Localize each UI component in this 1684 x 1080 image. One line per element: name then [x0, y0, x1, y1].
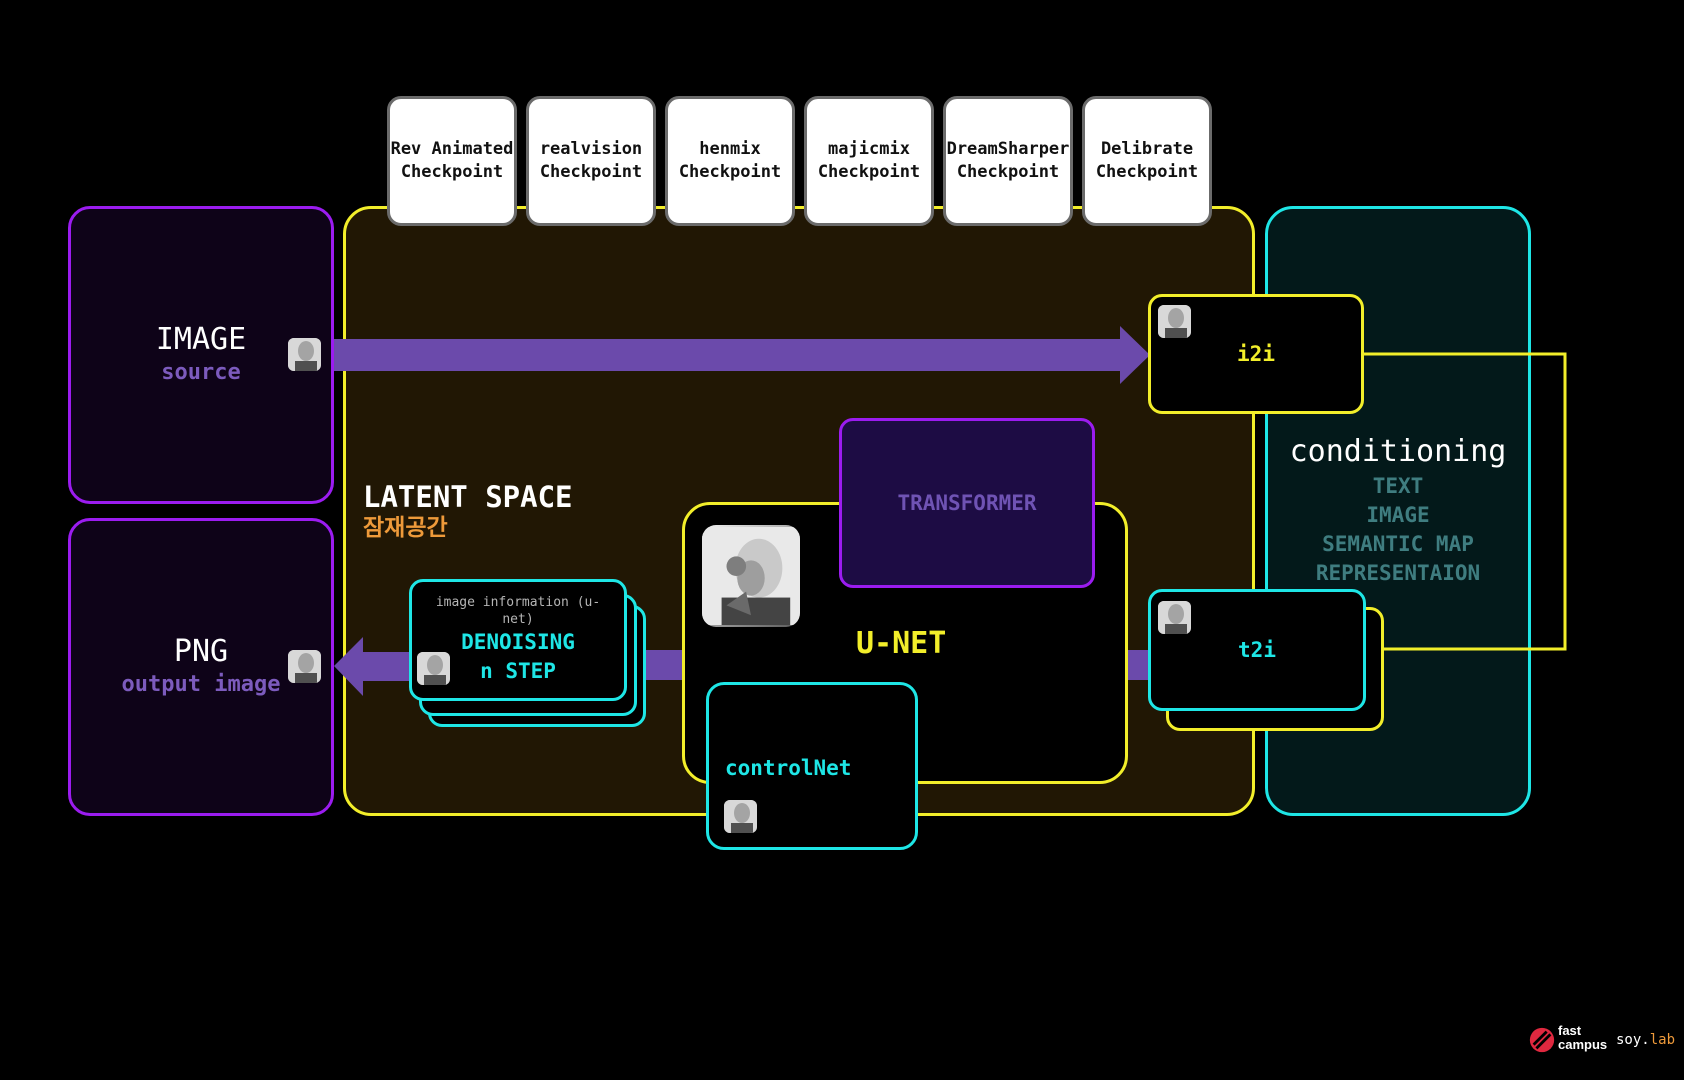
fastcampus-brand-top: fast [1558, 1023, 1582, 1038]
checkpoint-delibrate[interactable]: Delibrate Checkpoint [1082, 96, 1212, 226]
i2i-to-t2i-line [1364, 352, 1567, 651]
robot-thumbnail-icon [417, 652, 450, 685]
checkpoint-name: Rev Animated [390, 139, 514, 159]
checkpoint-label: Checkpoint [539, 162, 643, 182]
unet-label: U-NET [856, 626, 947, 661]
transformer-label: TRANSFORMER [897, 491, 1037, 515]
image-source-subtitle: source [161, 360, 241, 385]
checkpoint-name: henmix [699, 139, 761, 159]
robot-thumbnail-icon [288, 338, 321, 371]
conditioning-item-semantic-map: SEMANTIC MAP [1322, 532, 1474, 556]
robot-thumbnail-icon [1158, 601, 1191, 634]
robot-portrait-icon [702, 525, 800, 627]
transformer-box: TRANSFORMER [839, 418, 1095, 588]
conditioning-item-image: IMAGE [1366, 503, 1430, 527]
checkpoint-label: Checkpoint [956, 162, 1060, 182]
conditioning-title: conditioning [1289, 434, 1507, 469]
denoising-steps: n STEP [480, 659, 556, 683]
checkpoint-name: Delibrate [1100, 139, 1194, 159]
checkpoint-henmix[interactable]: henmix Checkpoint [665, 96, 795, 226]
robot-thumbnail-icon [288, 650, 321, 683]
checkpoint-rev-animated[interactable]: Rev Animated Checkpoint [387, 96, 517, 226]
fastcampus-brand-bottom: campus [1558, 1037, 1608, 1052]
denoising-to-png-arrow [334, 637, 420, 696]
checkpoint-majicmix[interactable]: majicmix Checkpoint [804, 96, 934, 226]
checkpoint-name: realvision [539, 139, 643, 159]
checkpoint-label: Checkpoint [1095, 162, 1199, 182]
image-source-title: IMAGE [155, 322, 247, 357]
checkpoint-label: Checkpoint [678, 162, 782, 182]
conditioning-item-representation: REPRESENTAION [1315, 561, 1481, 585]
conditioning-item-text: TEXT [1372, 474, 1424, 498]
checkpoint-dreamsharper[interactable]: DreamSharper Checkpoint [943, 96, 1073, 226]
controlnet-label: controlNet [725, 756, 852, 780]
checkpoint-label: Checkpoint [817, 162, 921, 182]
latent-space-title: LATENT SPACE [363, 480, 573, 514]
soylab-logo: soy.lab [1616, 1031, 1675, 1049]
checkpoint-realvision[interactable]: realvision Checkpoint [526, 96, 656, 226]
i2i-label: i2i [1237, 342, 1275, 366]
fastcampus-logo-icon [1529, 1027, 1555, 1053]
soylab-prefix: soy. [1616, 1032, 1650, 1048]
image-to-i2i-arrow [334, 326, 1150, 384]
t2i-label: t2i [1238, 638, 1276, 662]
robot-thumbnail-icon [724, 800, 757, 833]
png-output-subtitle: output image [121, 672, 281, 697]
fastcampus-logo: fast campus [1528, 1024, 1612, 1058]
conditioning-text: conditioning TEXT IMAGE SEMANTIC MAP REP… [1265, 432, 1531, 588]
latent-space-subtitle: 잠재공간 [363, 515, 448, 541]
checkpoint-label: Checkpoint [400, 162, 504, 182]
png-output-title: PNG [173, 634, 229, 669]
checkpoint-name: DreamSharper [946, 139, 1070, 159]
robot-thumbnail-icon [1158, 305, 1191, 338]
t2i-to-unet-bar [1126, 650, 1150, 680]
soylab-suffix: lab [1649, 1032, 1676, 1048]
denoising-info: image information (u-net) [435, 595, 601, 627]
denoising-title: DENOISING [461, 630, 575, 654]
checkpoint-name: majicmix [828, 139, 910, 159]
